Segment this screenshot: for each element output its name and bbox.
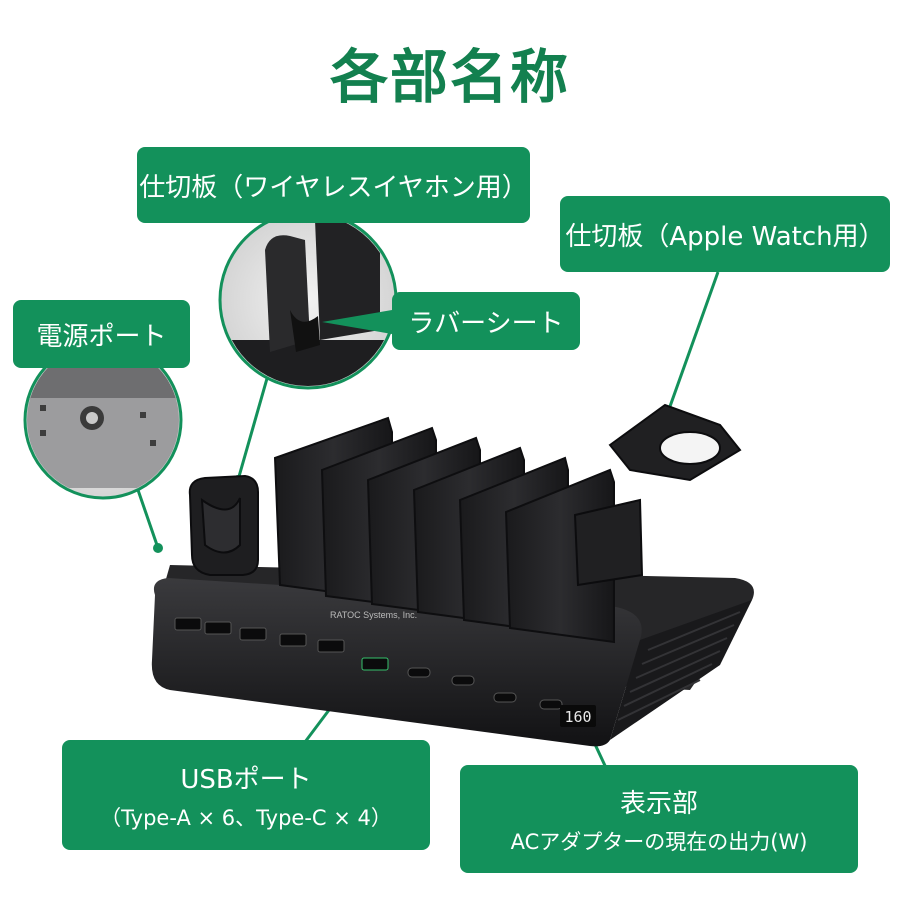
page-title: 各部名称 <box>329 43 570 111</box>
callout-display-label: 表示部 <box>619 788 698 819</box>
callout-earphone-divider-label: 仕切板（ワイヤレスイヤホン用） <box>139 172 528 203</box>
callout-watch-divider: 仕切板（Apple Watch用） <box>560 196 890 272</box>
callout-watch-divider-label: 仕切板（Apple Watch用） <box>565 221 885 252</box>
display-value: 160 <box>564 708 591 726</box>
callout-power-port: 電源ポート <box>13 300 190 368</box>
callout-display: 表示部 ACアダプターの現在の出力(W) <box>460 765 858 873</box>
usb-ports <box>174 617 563 710</box>
earphone-divider-zoom <box>218 210 398 390</box>
brand-label: RATOC Systems, Inc. <box>330 610 417 620</box>
callout-earphone-divider: 仕切板（ワイヤレスイヤホン用） <box>137 147 530 223</box>
dividers <box>273 416 615 644</box>
callout-rubber-sheet: ラバーシート <box>392 292 580 350</box>
callout-rubber-sheet-label: ラバーシート <box>408 308 564 339</box>
callout-usb-port: USBポート （Type-A × 6、Type-C × 4） <box>62 740 430 850</box>
rubber-sheet-pointer <box>322 310 392 334</box>
callout-usb-port-detail: （Type-A × 6、Type-C × 4） <box>100 805 392 830</box>
callout-power-port-label: 電源ポート <box>36 321 167 352</box>
callout-usb-port-label: USBポート <box>180 764 312 795</box>
watch-stand <box>573 403 742 587</box>
leader-watch <box>666 271 720 413</box>
callout-display-detail: ACアダプターの現在の出力(W) <box>510 829 808 854</box>
leader-power <box>136 489 160 549</box>
leader-earphone <box>236 374 270 481</box>
earphone-divider <box>188 474 259 576</box>
display-window <box>560 705 596 727</box>
